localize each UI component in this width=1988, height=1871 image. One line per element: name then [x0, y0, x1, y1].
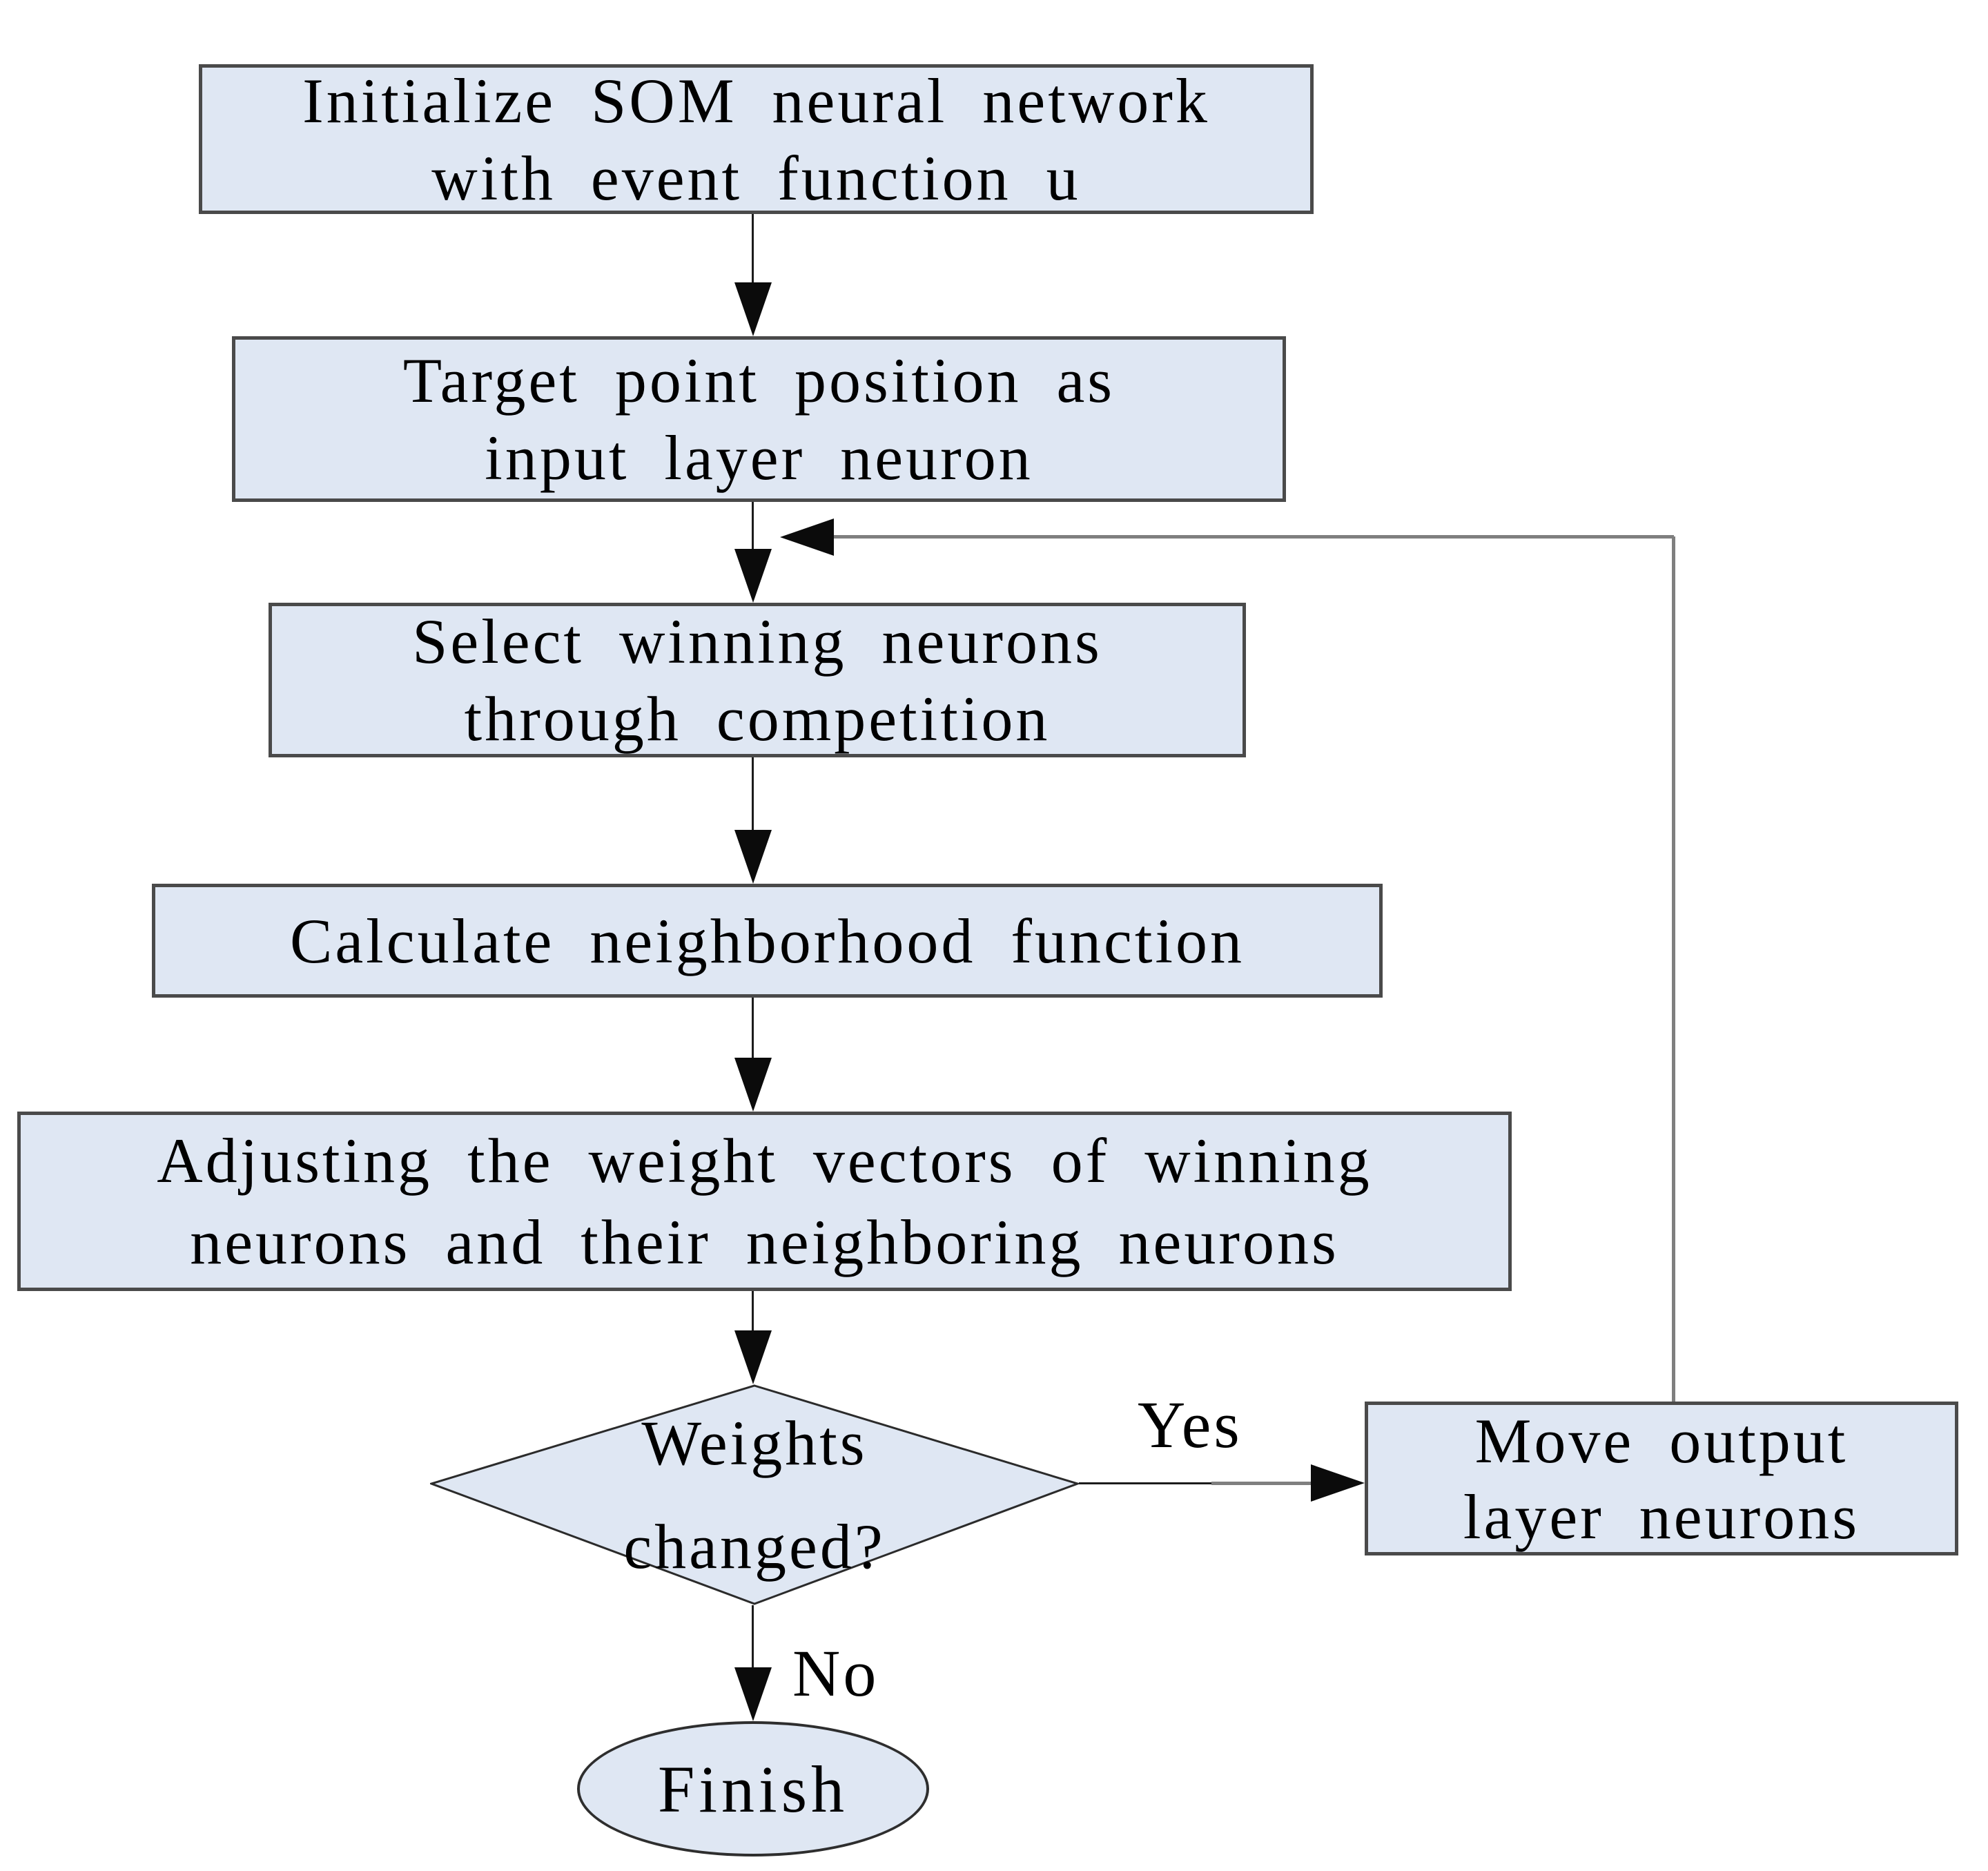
arrow-down-icon: [734, 549, 772, 603]
arrow-down-icon: [734, 1667, 772, 1721]
yes-branch-line: [1079, 1482, 1220, 1484]
yes-branch-line-gray: [1211, 1482, 1315, 1485]
arrow-down-icon: [734, 282, 772, 336]
node-move-output-line1: Move output: [1474, 1405, 1849, 1476]
node-select-winning: Select winning neurons through competiti…: [269, 603, 1246, 757]
node-move-output-line2: layer neurons: [1463, 1481, 1860, 1552]
node-initialize-som-line2: with event function u: [431, 142, 1081, 213]
feedback-vertical-line: [1672, 536, 1675, 1402]
arrow-left-icon: [780, 518, 834, 556]
arrow-down-icon: [734, 830, 772, 884]
decision-diamond-shape: [430, 1384, 1079, 1605]
edge-label-yes: Yes: [1138, 1388, 1242, 1462]
node-adjust-weights-line1: Adjusting the weight vectors of winning: [157, 1125, 1372, 1196]
node-move-output: Move output layer neurons: [1365, 1402, 1958, 1555]
node-select-winning-line1: Select winning neurons: [412, 606, 1102, 677]
decision-weights-changed: Weights changed?: [430, 1384, 1079, 1605]
decision-line2: changed?: [623, 1511, 886, 1582]
terminator-finish-label: Finish: [657, 1752, 849, 1826]
connector-select-to-calc-line: [752, 757, 754, 833]
arrow-right-icon: [1311, 1464, 1365, 1502]
node-calculate-neighborhood: Calculate neighborhood function: [152, 884, 1383, 998]
node-select-winning-line2: through competition: [464, 684, 1051, 754]
connector-calc-to-adjust-line: [752, 998, 754, 1061]
node-initialize-som-line1: Initialize SOM neural network: [302, 65, 1210, 136]
node-initialize-som: Initialize SOM neural network with event…: [199, 64, 1314, 214]
terminator-finish: Finish: [577, 1721, 929, 1857]
connector-target-to-select-line: [752, 502, 754, 552]
arrow-down-icon: [734, 1330, 772, 1384]
node-adjust-weights-line2: neurons and their neighboring neurons: [190, 1207, 1339, 1277]
connector-adjust-to-decision-line: [752, 1291, 754, 1334]
decision-weights-changed-label: Weights changed?: [430, 1384, 1079, 1605]
node-target-point-line2: input layer neuron: [485, 423, 1033, 493]
node-adjust-weights: Adjusting the weight vectors of winning …: [17, 1112, 1512, 1291]
node-calculate-neighborhood-line1: Calculate neighborhood function: [289, 905, 1245, 976]
node-target-point: Target point position as input layer neu…: [232, 336, 1286, 502]
arrow-down-icon: [734, 1058, 772, 1112]
edge-label-no: No: [792, 1636, 879, 1710]
decision-line1: Weights: [641, 1408, 868, 1478]
node-target-point-line1: Target point position as: [402, 345, 1115, 416]
no-branch-line: [752, 1605, 754, 1672]
connector-init-to-target-line: [752, 214, 754, 284]
feedback-horizontal-line: [833, 535, 1674, 539]
